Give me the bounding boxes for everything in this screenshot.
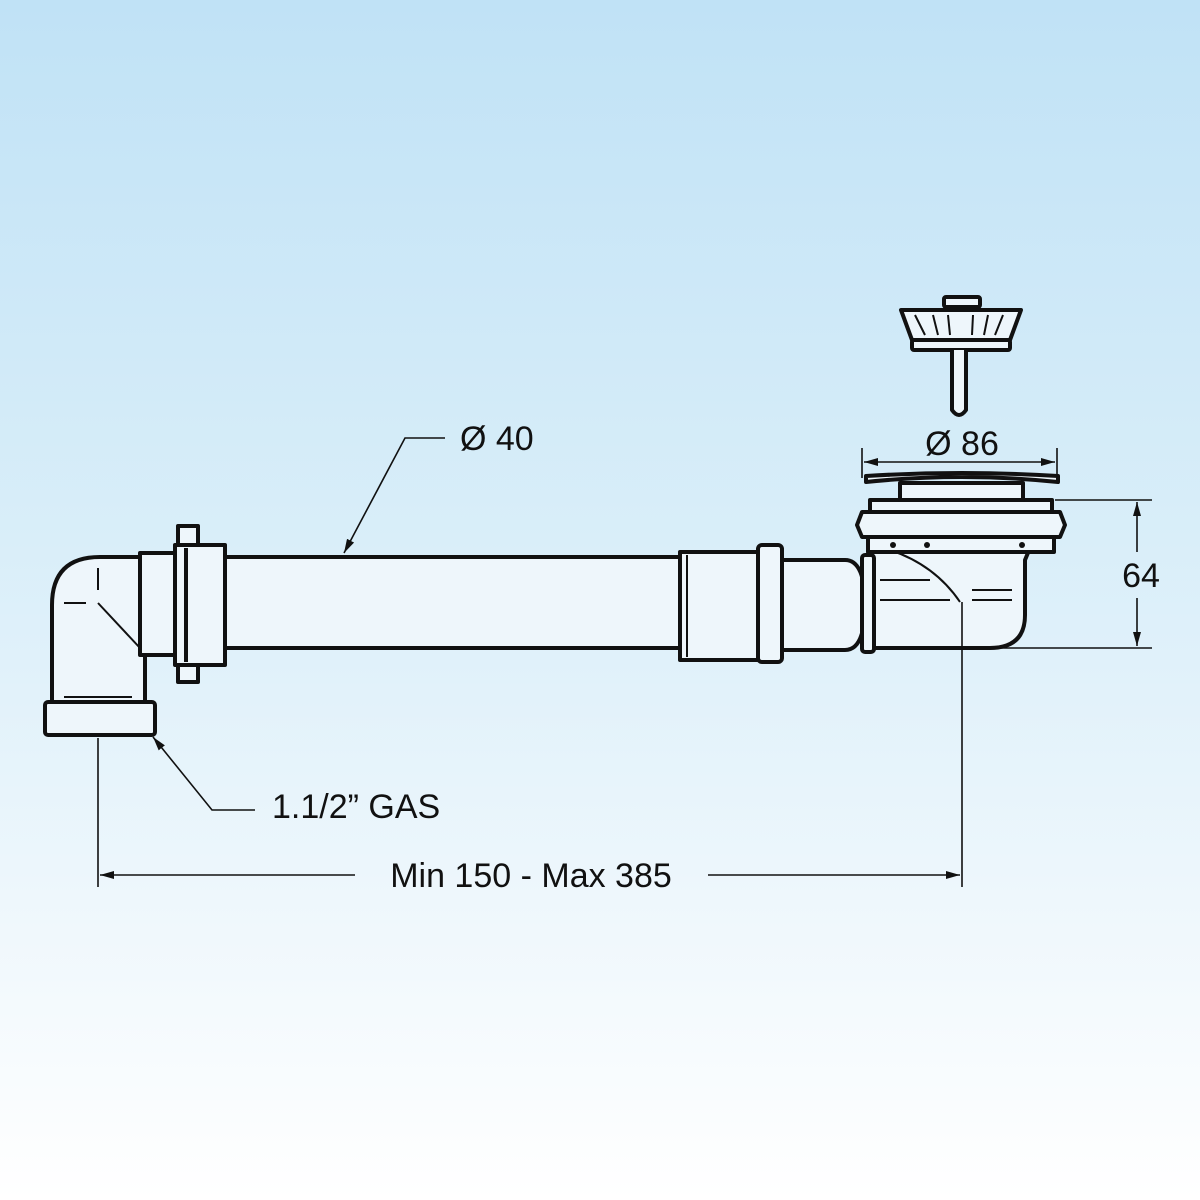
thread-label: 1.1/2” GAS bbox=[272, 788, 440, 826]
thread-leader bbox=[152, 736, 255, 811]
dimension-length bbox=[97, 602, 963, 887]
telescopic-sleeve bbox=[678, 543, 867, 664]
length-range-label: Min 150 - Max 385 bbox=[390, 857, 672, 895]
main-pipe bbox=[223, 555, 684, 650]
height-label: 64 bbox=[1122, 557, 1160, 595]
pipe-diameter-label: Ø 40 bbox=[460, 420, 534, 458]
pipe-diameter-leader bbox=[343, 437, 445, 554]
strainer-diameter-label: Ø 86 bbox=[925, 425, 999, 463]
dimension-strainer-diameter bbox=[861, 448, 1058, 478]
strainer-basket-icon bbox=[899, 295, 1023, 417]
dimension-height bbox=[962, 499, 1152, 649]
union-nut bbox=[138, 524, 227, 684]
strainer-body bbox=[855, 471, 1067, 654]
